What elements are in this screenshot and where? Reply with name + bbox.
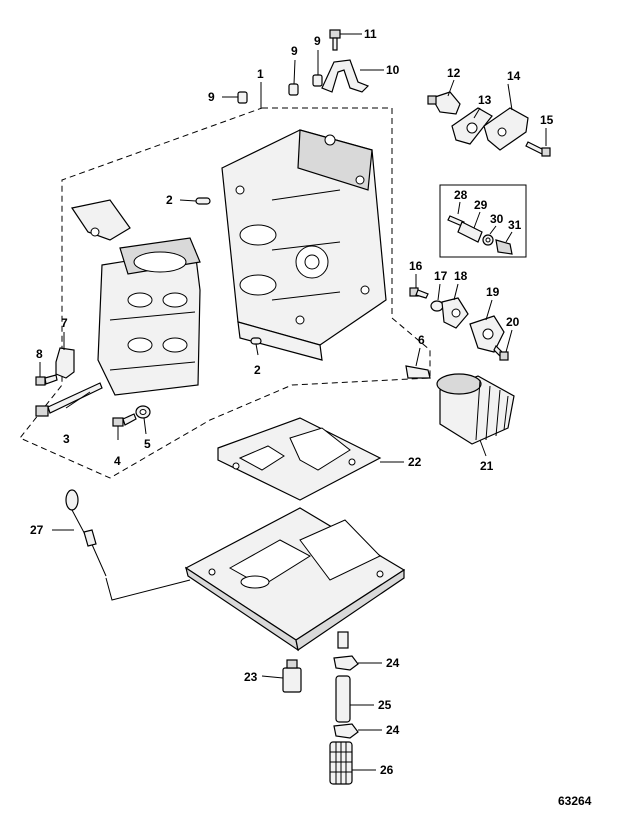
callout-12: 12 xyxy=(447,66,461,80)
valve-kit-parts xyxy=(447,215,513,255)
thermostat-cover xyxy=(483,107,529,151)
figure-number: 63264 xyxy=(558,794,592,808)
valve-kit-box xyxy=(439,184,527,258)
callout-1: 1 xyxy=(257,67,264,81)
callout-13: 13 xyxy=(478,93,492,107)
dipstick-leader xyxy=(105,577,191,601)
dipstick xyxy=(65,489,107,577)
callout-2: 2 xyxy=(254,363,261,377)
callout-29: 29 xyxy=(474,198,488,212)
callout-8: 8 xyxy=(36,347,43,361)
callout-14: 14 xyxy=(507,69,521,83)
callout-24: 24 xyxy=(386,656,400,670)
cylinder-block xyxy=(71,199,201,396)
callout-30: 30 xyxy=(490,212,504,226)
callout-9: 9 xyxy=(314,34,321,48)
sender xyxy=(427,91,461,115)
hose-clamp-lower xyxy=(333,723,359,739)
clamp-screw xyxy=(329,29,341,51)
callout-6: 6 xyxy=(418,333,425,347)
callout-28: 28 xyxy=(454,188,468,202)
callout-26: 26 xyxy=(380,763,394,777)
adapter-bolt xyxy=(409,287,429,299)
dowel-pin-lower xyxy=(250,337,262,345)
plug-a xyxy=(237,91,248,104)
long-bolt xyxy=(35,382,103,417)
callout-16: 16 xyxy=(409,259,423,273)
cover-bolt xyxy=(525,141,551,157)
screw xyxy=(35,374,58,386)
leader-lines xyxy=(39,33,547,771)
callout-17: 17 xyxy=(434,269,448,283)
callout-10: 10 xyxy=(386,63,400,77)
callout-20: 20 xyxy=(506,315,520,329)
callout-9: 9 xyxy=(291,44,298,58)
clamp xyxy=(321,59,370,93)
o-ring xyxy=(430,300,444,312)
bracket xyxy=(55,347,75,379)
callout-15: 15 xyxy=(540,113,554,127)
plug-c xyxy=(312,74,323,87)
pickup-stub xyxy=(337,631,349,649)
drain-plug xyxy=(282,659,302,693)
short-bolt xyxy=(112,413,137,427)
callout-5: 5 xyxy=(144,437,151,451)
plug-b xyxy=(288,83,299,96)
callout-7: 7 xyxy=(61,316,68,330)
callout-9: 9 xyxy=(208,90,215,104)
callout-31: 31 xyxy=(508,218,522,232)
hose-clamp-upper xyxy=(333,655,359,671)
callout-4: 4 xyxy=(114,454,121,468)
callout-24: 24 xyxy=(386,723,400,737)
callout-11: 11 xyxy=(364,27,377,41)
callout-22: 22 xyxy=(408,455,422,469)
callout-18: 18 xyxy=(454,269,468,283)
callout-23: 23 xyxy=(244,670,258,684)
dowel-pin-upper xyxy=(195,197,211,205)
callout-19: 19 xyxy=(486,285,500,299)
oil-filter xyxy=(436,373,515,445)
callout-labels: 1 2 2 3 4 5 6 7 8 9 9 9 10 11 12 13 14 1… xyxy=(30,27,554,777)
callout-27: 27 xyxy=(30,523,44,537)
adapter-plate xyxy=(184,507,406,652)
callout-2: 2 xyxy=(166,193,173,207)
hose xyxy=(335,675,351,723)
adapter-screw xyxy=(493,344,509,361)
callout-21: 21 xyxy=(480,459,494,473)
callout-25: 25 xyxy=(378,698,392,712)
callout-3: 3 xyxy=(63,432,70,446)
fitting xyxy=(405,365,431,379)
oil-screen xyxy=(329,741,353,785)
crankcase-block xyxy=(221,129,387,361)
